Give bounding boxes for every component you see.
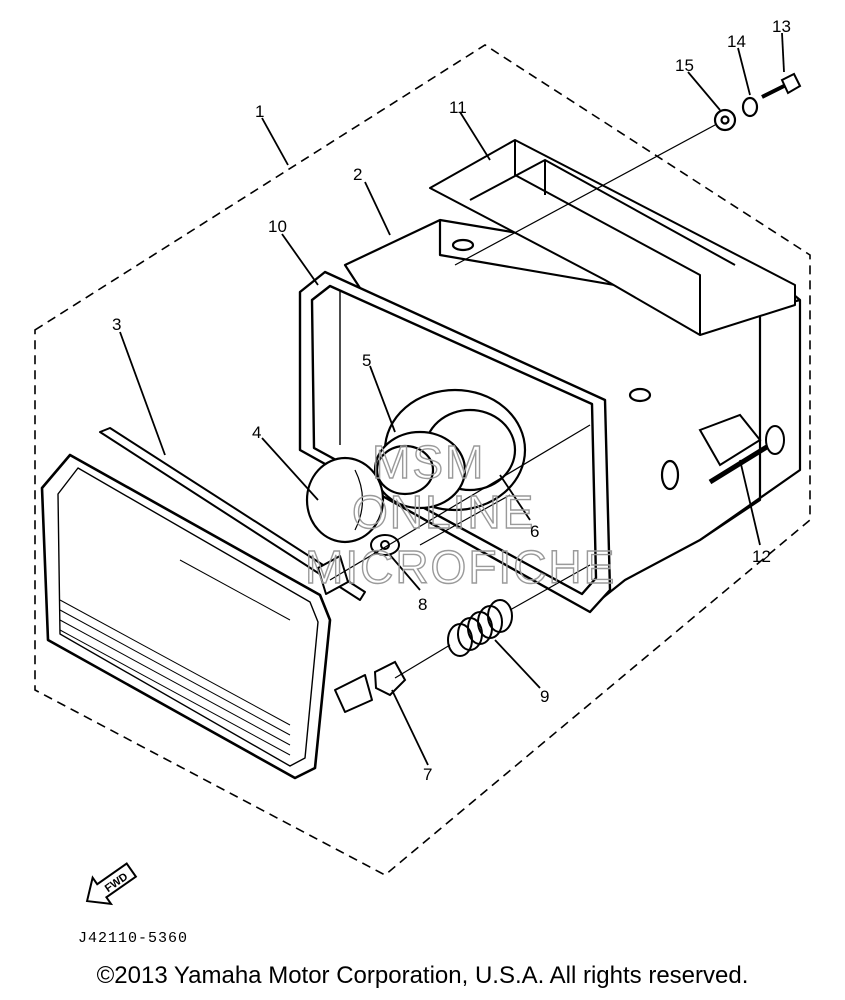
callout-12: 12 [752, 547, 771, 566]
adjusting-spring [447, 599, 513, 657]
callout-9: 9 [540, 687, 549, 706]
housing-cover [429, 139, 796, 336]
mounting-nut [373, 660, 407, 697]
callout-13: 13 [772, 17, 791, 36]
bulb-socket [373, 388, 527, 512]
callout-8: 8 [418, 595, 427, 614]
leader-lines [119, 32, 785, 766]
svg-text:ONLINE: ONLINE [352, 486, 535, 538]
adjusting-screw [698, 413, 785, 485]
callout-10: 10 [268, 217, 287, 236]
svg-text:MICROFICHE: MICROFICHE [305, 541, 616, 593]
callout-3: 3 [112, 315, 121, 334]
assembly-boundary [34, 44, 811, 876]
nut-15 [713, 108, 737, 132]
callout-11: 11 [449, 98, 467, 117]
headlight-bulb [305, 456, 385, 544]
part-code: J42110-5360 [78, 930, 189, 947]
copyright-notice: ©2013 Yamaha Motor Corporation, U.S.A. A… [96, 962, 749, 989]
lock-washer-14 [741, 96, 759, 118]
callout-15: 15 [675, 56, 694, 75]
callout-4: 4 [252, 423, 261, 442]
svg-text:MSM: MSM [372, 436, 485, 488]
headlight-exploded-diagram: MSM ONLINE MICROFICHE 1 2 3 4 5 6 7 8 9 … [34, 17, 811, 906]
callout-7: 7 [423, 765, 432, 784]
watermark: MSM ONLINE MICROFICHE [304, 435, 616, 593]
bolt-13 [761, 72, 802, 99]
callout-numbers: 1 2 3 4 5 6 7 8 9 10 11 12 13 14 15 [112, 17, 791, 784]
assembly-axes [329, 124, 716, 679]
callout-2: 2 [353, 165, 362, 184]
callout-6: 6 [530, 522, 539, 541]
lens-unit [40, 427, 373, 780]
forward-arrow-icon: FWD [85, 862, 138, 906]
callout-5: 5 [362, 351, 371, 370]
callout-1: 1 [255, 102, 264, 121]
callout-14: 14 [727, 32, 746, 51]
